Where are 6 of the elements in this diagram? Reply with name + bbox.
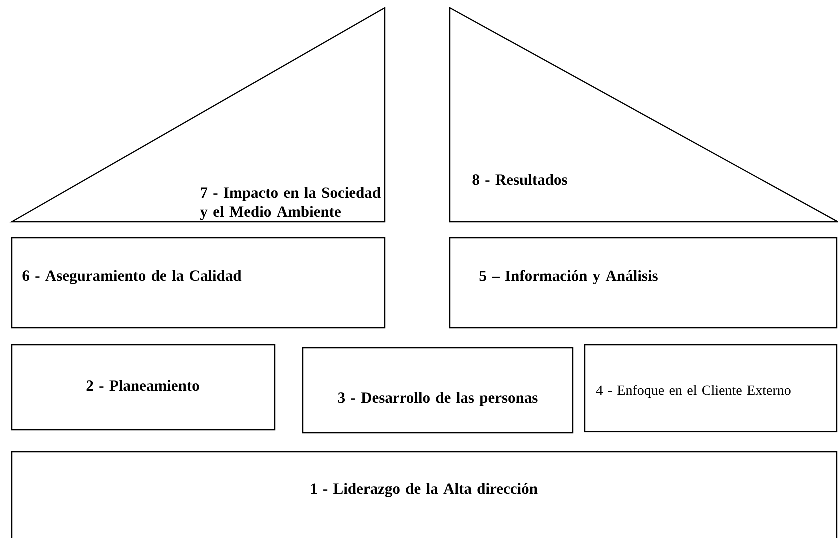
text-box: 1 - Liderazgo de la Alta dirección [11,451,838,538]
text-box: 3 - Desarrollo de las personas [302,347,574,434]
text-box: 4 - Enfoque en el Cliente Externo [584,344,838,433]
text-box: 6 - Aseguramiento de la Calidad [11,237,386,329]
text-box: 2 - Planeamiento [11,344,276,431]
text-box: 5 – Información y Análisis [449,237,838,329]
